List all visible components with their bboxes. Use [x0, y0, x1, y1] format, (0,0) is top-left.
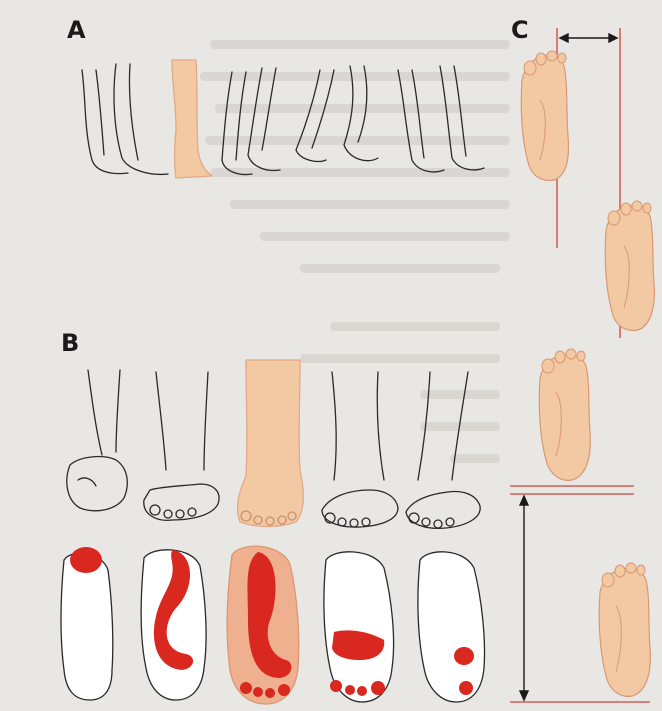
- double-arrow-vertical-icon: [520, 496, 528, 700]
- panel-label-a: A: [67, 18, 86, 42]
- sole-middle: [539, 349, 590, 480]
- panel-label-b: B: [61, 331, 79, 355]
- panel-label-c: C: [511, 18, 529, 42]
- sole-top-left: [521, 51, 568, 180]
- double-arrow-horizontal-icon: [560, 34, 617, 42]
- sole-bottom: [599, 563, 650, 696]
- sole-top-right: [605, 201, 654, 330]
